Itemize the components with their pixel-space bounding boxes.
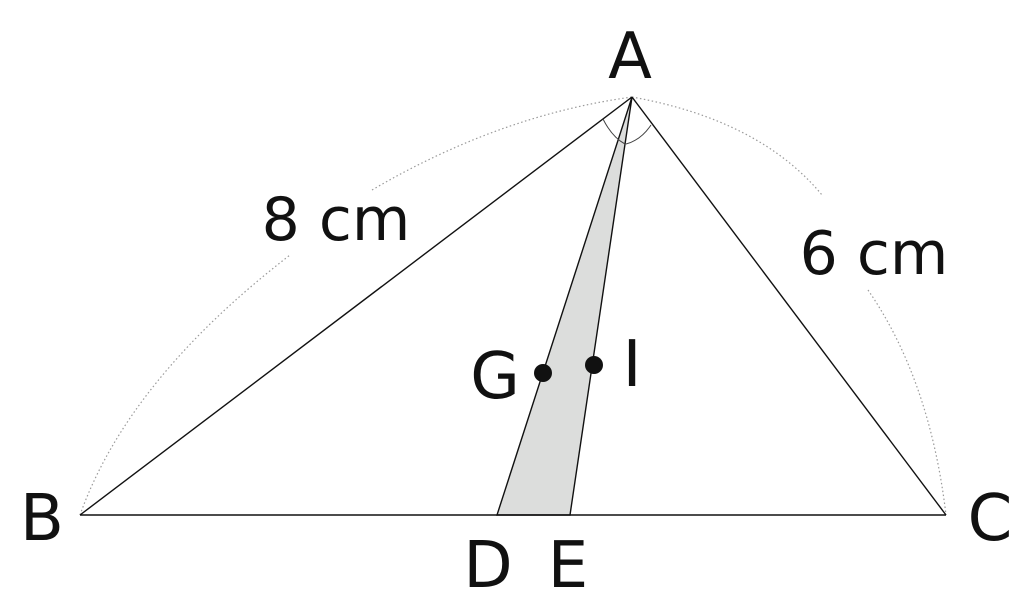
angle-mark-right (625, 124, 652, 145)
side-ac (631, 96, 947, 516)
label-a: A (608, 20, 652, 94)
arc-ac (631, 96, 947, 516)
point-g-dot (534, 364, 552, 382)
label-i: I (623, 328, 642, 402)
length-ac: 6 cm (800, 219, 949, 289)
label-d: D (463, 529, 512, 603)
label-b: B (20, 482, 64, 556)
label-g: G (470, 340, 520, 414)
point-i-dot (585, 356, 603, 374)
label-c: C (968, 482, 1013, 556)
label-e: E (548, 529, 588, 603)
side-ab (79, 96, 633, 516)
angle-mark-left (602, 118, 626, 145)
shaded-region (496, 96, 633, 516)
length-ab: 8 cm (262, 185, 411, 255)
arc-ab (79, 96, 633, 516)
